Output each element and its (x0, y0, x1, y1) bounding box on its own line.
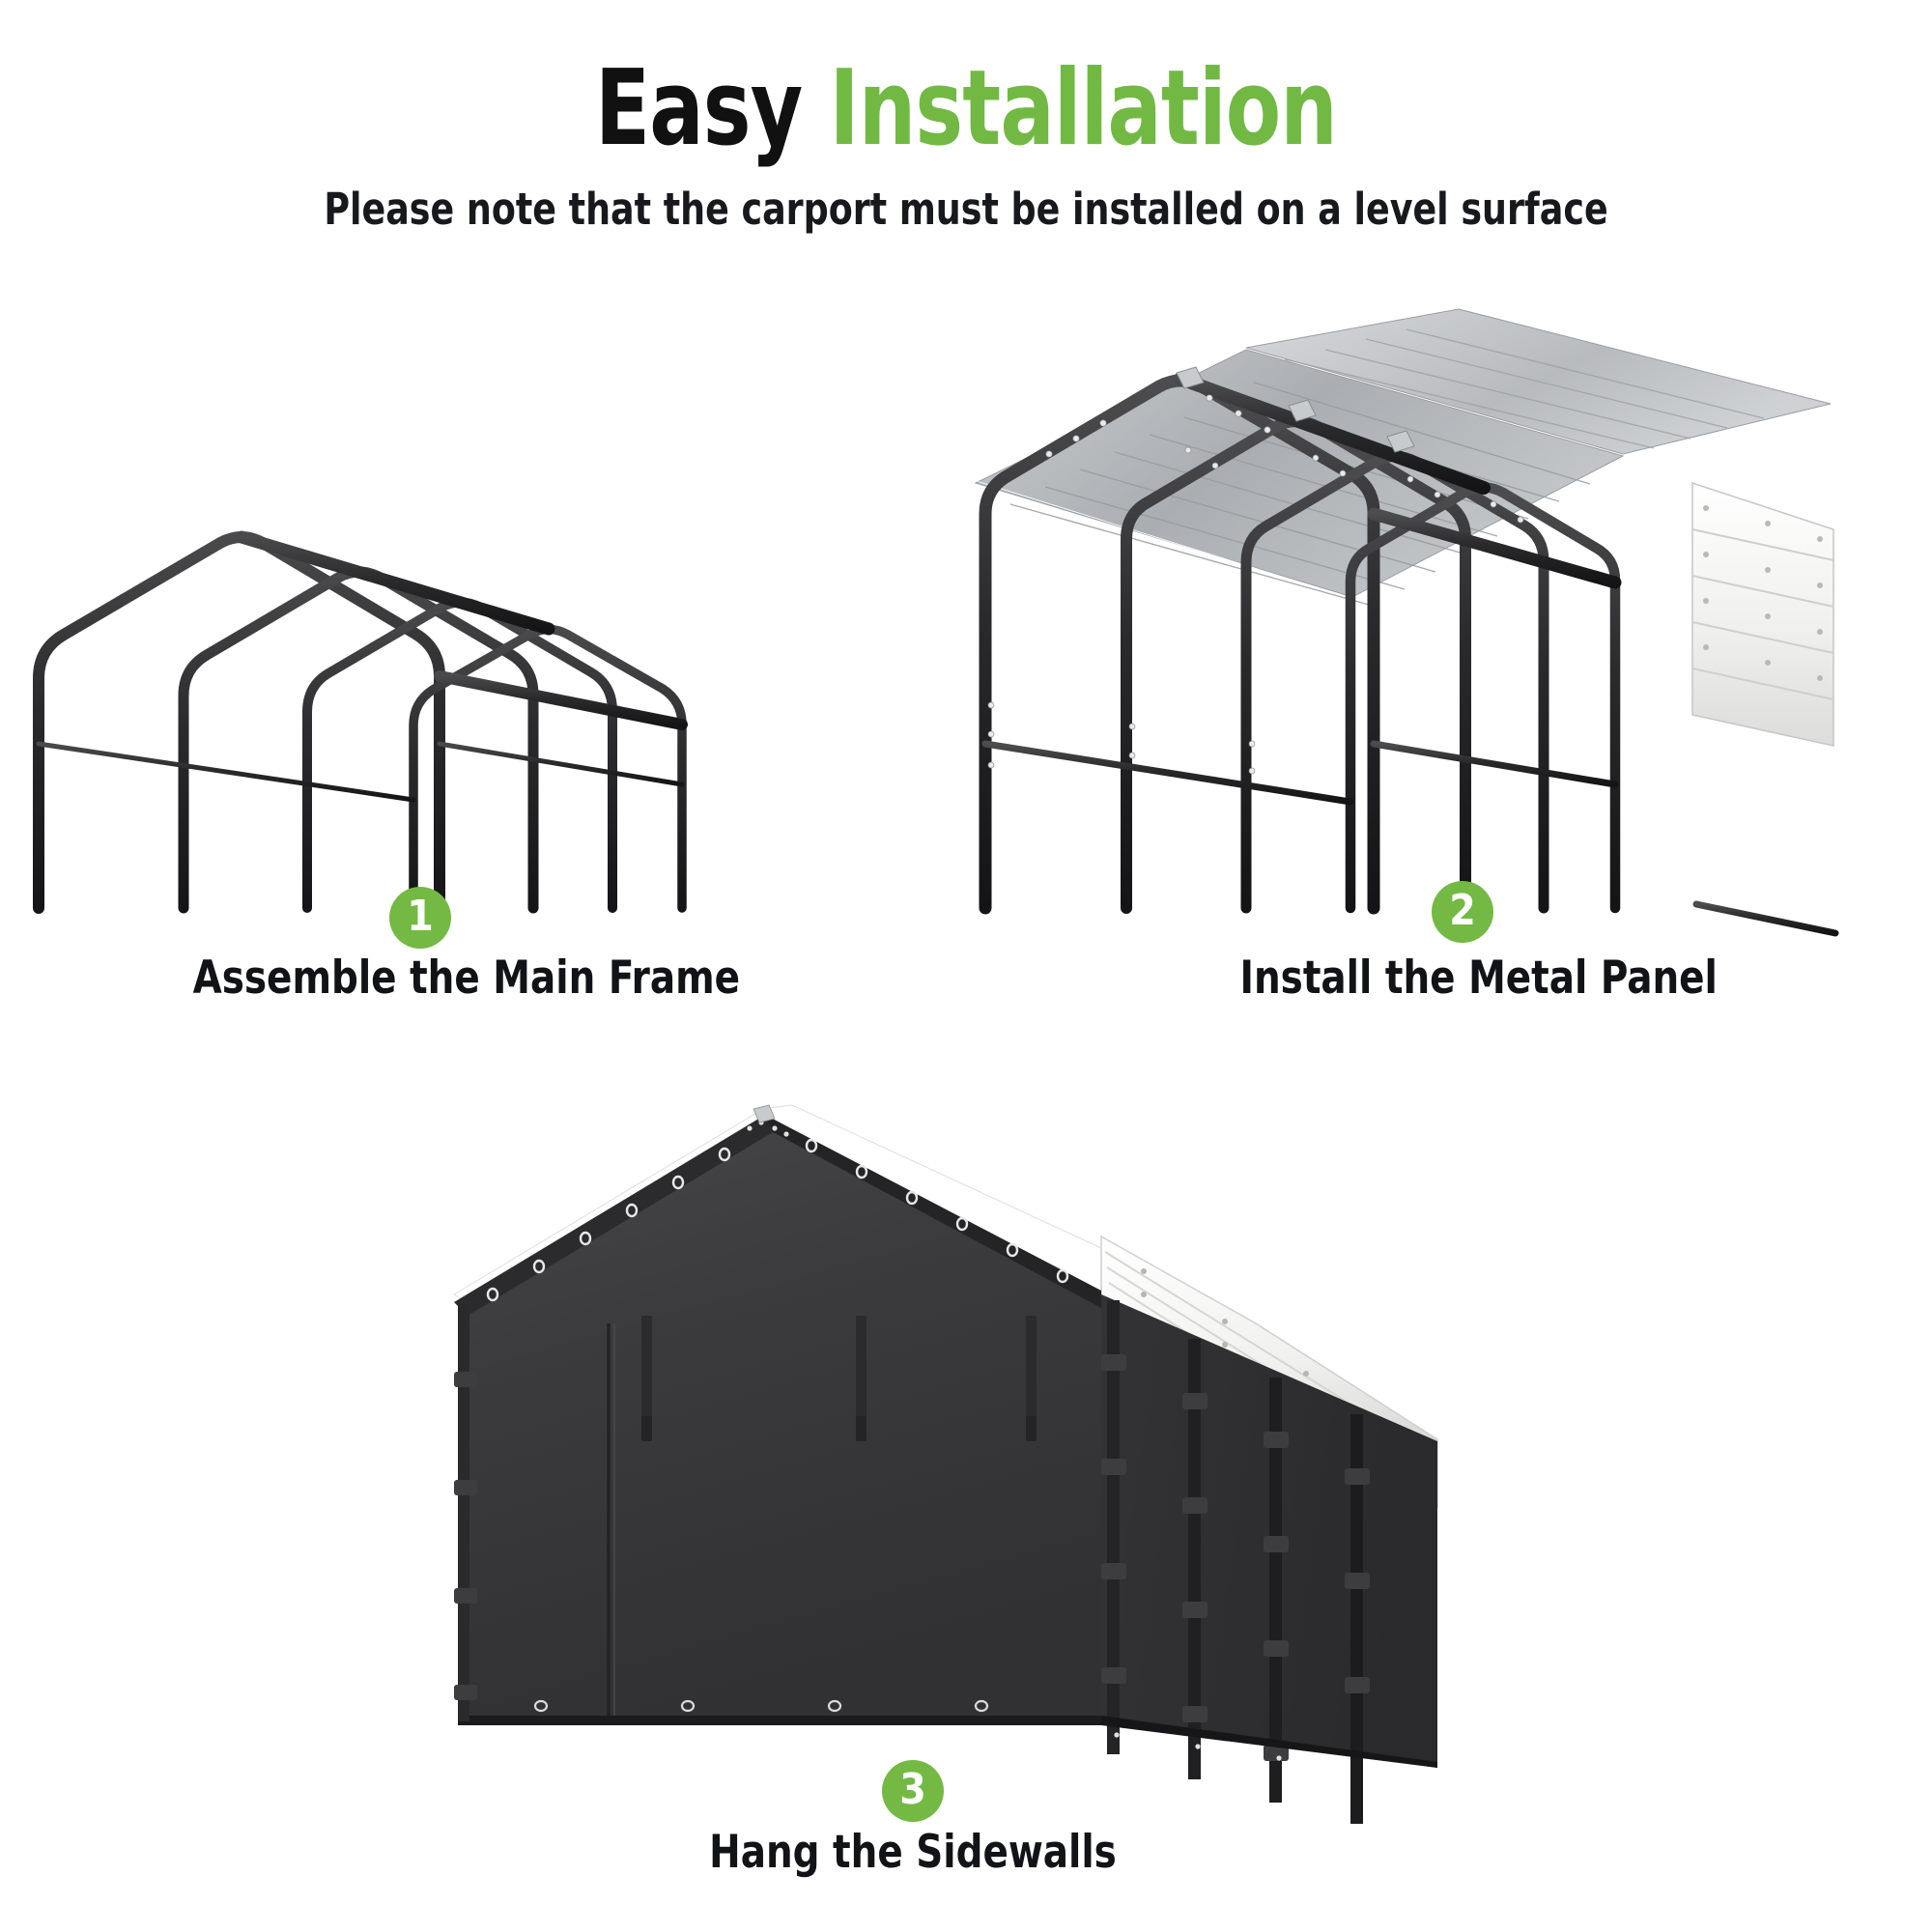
brace-right (437, 741, 685, 787)
brace-right-2 (1370, 740, 1619, 788)
side-posts (1107, 1300, 1363, 1824)
truss-3 (302, 597, 617, 913)
gable-band-right (765, 1115, 1101, 1308)
title-black-part: Easy (595, 48, 830, 169)
rear-legs (1695, 706, 1836, 942)
roof-corrugation-right (1284, 328, 1765, 449)
step-2-badge: 2 (1432, 881, 1493, 943)
front-tarp (458, 1119, 1101, 1721)
step-2-caption: Install the Metal Panel (1239, 952, 1718, 1005)
gable-grommets (486, 1138, 1069, 1302)
truss-4 (409, 624, 687, 913)
truss-front (33, 531, 445, 914)
ridge-beam-2 (1174, 372, 1491, 495)
roof-edge-white (972, 479, 1358, 601)
step-1-caption: Assemble the Main Frame (192, 952, 741, 1005)
steel-frame-drawing (33, 530, 688, 914)
side-straps (1101, 1354, 1370, 1761)
sidewall-drawing (453, 1104, 1438, 1824)
step-2-illustration (956, 290, 1932, 942)
eave-rail-right-2 (1367, 507, 1622, 589)
ridge-bracket (1176, 366, 1415, 453)
bolt-studs (987, 394, 1524, 775)
front-left-post (458, 1304, 469, 1721)
brace-left (36, 741, 416, 803)
base-rail-2 (1692, 900, 1839, 937)
base-rail-front-3 (458, 1716, 1101, 1725)
step-3-illustration (425, 1005, 1517, 1824)
bottom-grommets-front (533, 1699, 989, 1713)
step-1-illustration (0, 290, 947, 927)
metal-panel-drawing (972, 308, 1839, 942)
white-panel-bolts (1703, 505, 1823, 681)
brace-left-2 (981, 740, 1354, 806)
truss-2 (178, 566, 539, 914)
white-panel-ribs (1691, 528, 1834, 700)
step-1-badge: 1 (389, 887, 451, 949)
front-left-straps (454, 1372, 477, 1700)
header: Easy Installation Please note that the c… (0, 0, 1932, 235)
page-subtitle: Please note that the carport must be ins… (324, 184, 1608, 236)
eave-rail-right (434, 670, 688, 730)
white-side-panel (1691, 481, 1834, 747)
page-title: Easy Installation (135, 55, 1797, 162)
step-3-caption: Hang the Sidewalls (709, 1826, 1117, 1879)
step-3-badge: 3 (882, 1760, 944, 1822)
ridge-cap-bracket (753, 1104, 776, 1123)
ridge-beam (235, 530, 555, 636)
base-bolts-3 (1114, 1732, 1282, 1761)
front-straps (641, 1316, 1037, 1441)
title-green-part: Installation (829, 48, 1338, 169)
base-rail-3 (1101, 1716, 1437, 1768)
